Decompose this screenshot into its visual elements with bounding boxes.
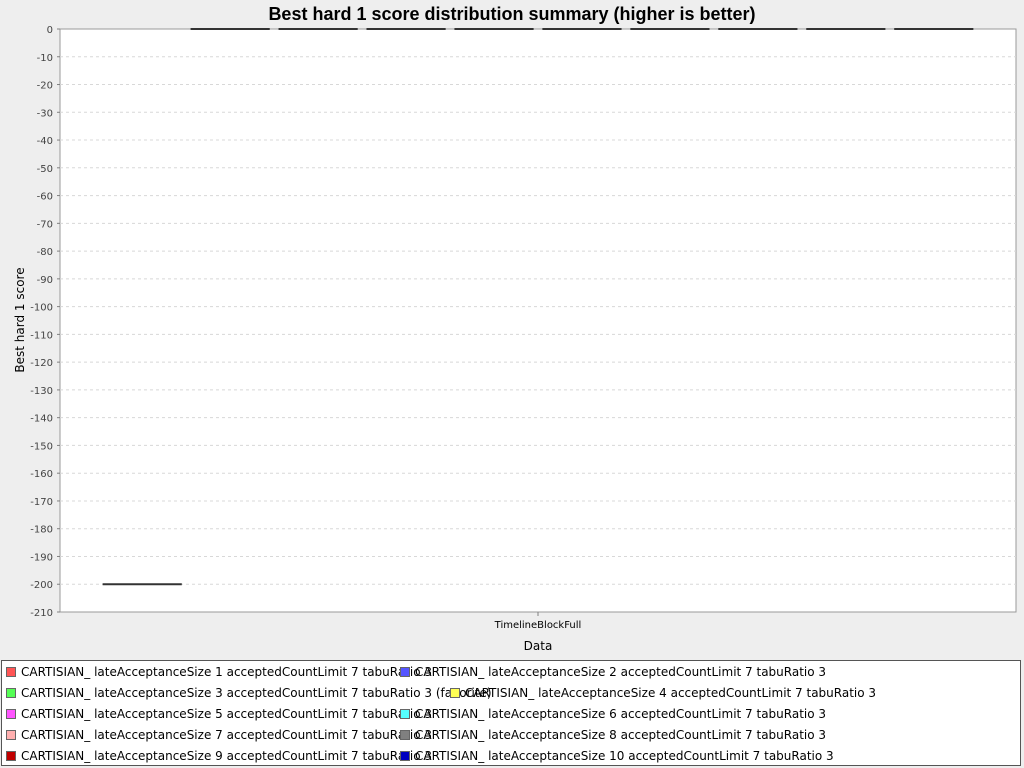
y-tick-label: -140 [30, 414, 53, 425]
box-plot-marks [102, 28, 974, 586]
legend-label: CARTISIAN_ lateAcceptanceSize 9 accepted… [21, 749, 433, 763]
y-tick-label: -180 [30, 525, 53, 536]
y-tick-label: -40 [37, 136, 53, 147]
y-tick-label: -30 [37, 108, 53, 119]
x-category-label: TimelineBlockFull [494, 620, 582, 631]
y-axis-ticks: 0 -10 -20 -30 -40 -50 -60 -70 -80 -90 -100 -110 -120… [30, 25, 60, 619]
legend-item-9: CARTISIAN_ lateAcceptanceSize 9 accepted… [6, 747, 432, 765]
chart: Best hard 1 score distribution summary (… [13, 4, 1017, 653]
y-tick-label: -150 [30, 441, 53, 452]
y-tick-label: -100 [30, 303, 53, 314]
y-tick-label: -90 [37, 275, 53, 286]
legend-item-10: CARTISIAN_ lateAcceptanceSize 10 accepte… [400, 747, 834, 765]
y-tick-label: -160 [30, 469, 53, 480]
y-tick-label: -60 [37, 192, 53, 203]
legend-label: CARTISIAN_ lateAcceptanceSize 3 accepted… [21, 686, 492, 700]
legend-item-8: CARTISIAN_ lateAcceptanceSize 8 accepted… [400, 726, 826, 744]
x-axis-label: Data [524, 639, 553, 653]
y-tick-label: -200 [30, 580, 53, 591]
y-tick-label: 0 [47, 25, 53, 36]
legend-label: CARTISIAN_ lateAcceptanceSize 4 accepted… [465, 686, 877, 700]
legend-item-5: CARTISIAN_ lateAcceptanceSize 5 accepted… [6, 705, 432, 723]
legend-swatch [6, 751, 16, 761]
legend-item-2: CARTISIAN_ lateAcceptanceSize 2 accepted… [400, 663, 826, 681]
legend-label: CARTISIAN_ lateAcceptanceSize 8 accepted… [415, 728, 827, 742]
y-tick-label: -50 [37, 164, 53, 175]
y-tick-label: -120 [30, 358, 53, 369]
y-tick-label: -70 [37, 219, 53, 230]
legend-swatch [400, 667, 410, 677]
legend-swatch [400, 751, 410, 761]
legend-swatch [6, 667, 16, 677]
legend-swatch [6, 688, 16, 698]
legend-label: CARTISIAN_ lateAcceptanceSize 1 accepted… [21, 665, 433, 679]
legend-label: CARTISIAN_ lateAcceptanceSize 2 accepted… [415, 665, 827, 679]
y-tick-label: -210 [30, 608, 53, 619]
legend-swatch [6, 730, 16, 740]
legend-swatch [400, 709, 410, 719]
y-tick-label: -170 [30, 497, 53, 508]
plot-area [59, 28, 1017, 613]
legend-label: CARTISIAN_ lateAcceptanceSize 10 accepte… [415, 749, 834, 763]
legend-swatch [450, 688, 460, 698]
y-tick-label: -10 [37, 53, 53, 64]
legend-label: CARTISIAN_ lateAcceptanceSize 6 accepted… [415, 707, 827, 721]
y-tick-label: -130 [30, 386, 53, 397]
x-axis-categories: TimelineBlockFull [494, 612, 582, 631]
legend: CARTISIAN_ lateAcceptanceSize 1 accepted… [1, 660, 1021, 766]
y-tick-label: -190 [30, 552, 53, 563]
legend-item-1: CARTISIAN_ lateAcceptanceSize 1 accepted… [6, 663, 432, 681]
legend-swatch [400, 730, 410, 740]
chart-title: Best hard 1 score distribution summary (… [268, 4, 755, 24]
y-tick-label: -110 [30, 330, 53, 341]
y-tick-label: -20 [37, 81, 53, 92]
legend-label: CARTISIAN_ lateAcceptanceSize 5 accepted… [21, 707, 433, 721]
legend-item-7: CARTISIAN_ lateAcceptanceSize 7 accepted… [6, 726, 432, 744]
y-tick-label: -80 [37, 247, 53, 258]
legend-item-6: CARTISIAN_ lateAcceptanceSize 6 accepted… [400, 705, 826, 723]
legend-item-4: CARTISIAN_ lateAcceptanceSize 4 accepted… [450, 684, 876, 702]
legend-item-3: CARTISIAN_ lateAcceptanceSize 3 accepted… [6, 684, 492, 702]
legend-label: CARTISIAN_ lateAcceptanceSize 7 accepted… [21, 728, 433, 742]
y-axis-label: Best hard 1 score [13, 267, 27, 372]
legend-swatch [6, 709, 16, 719]
